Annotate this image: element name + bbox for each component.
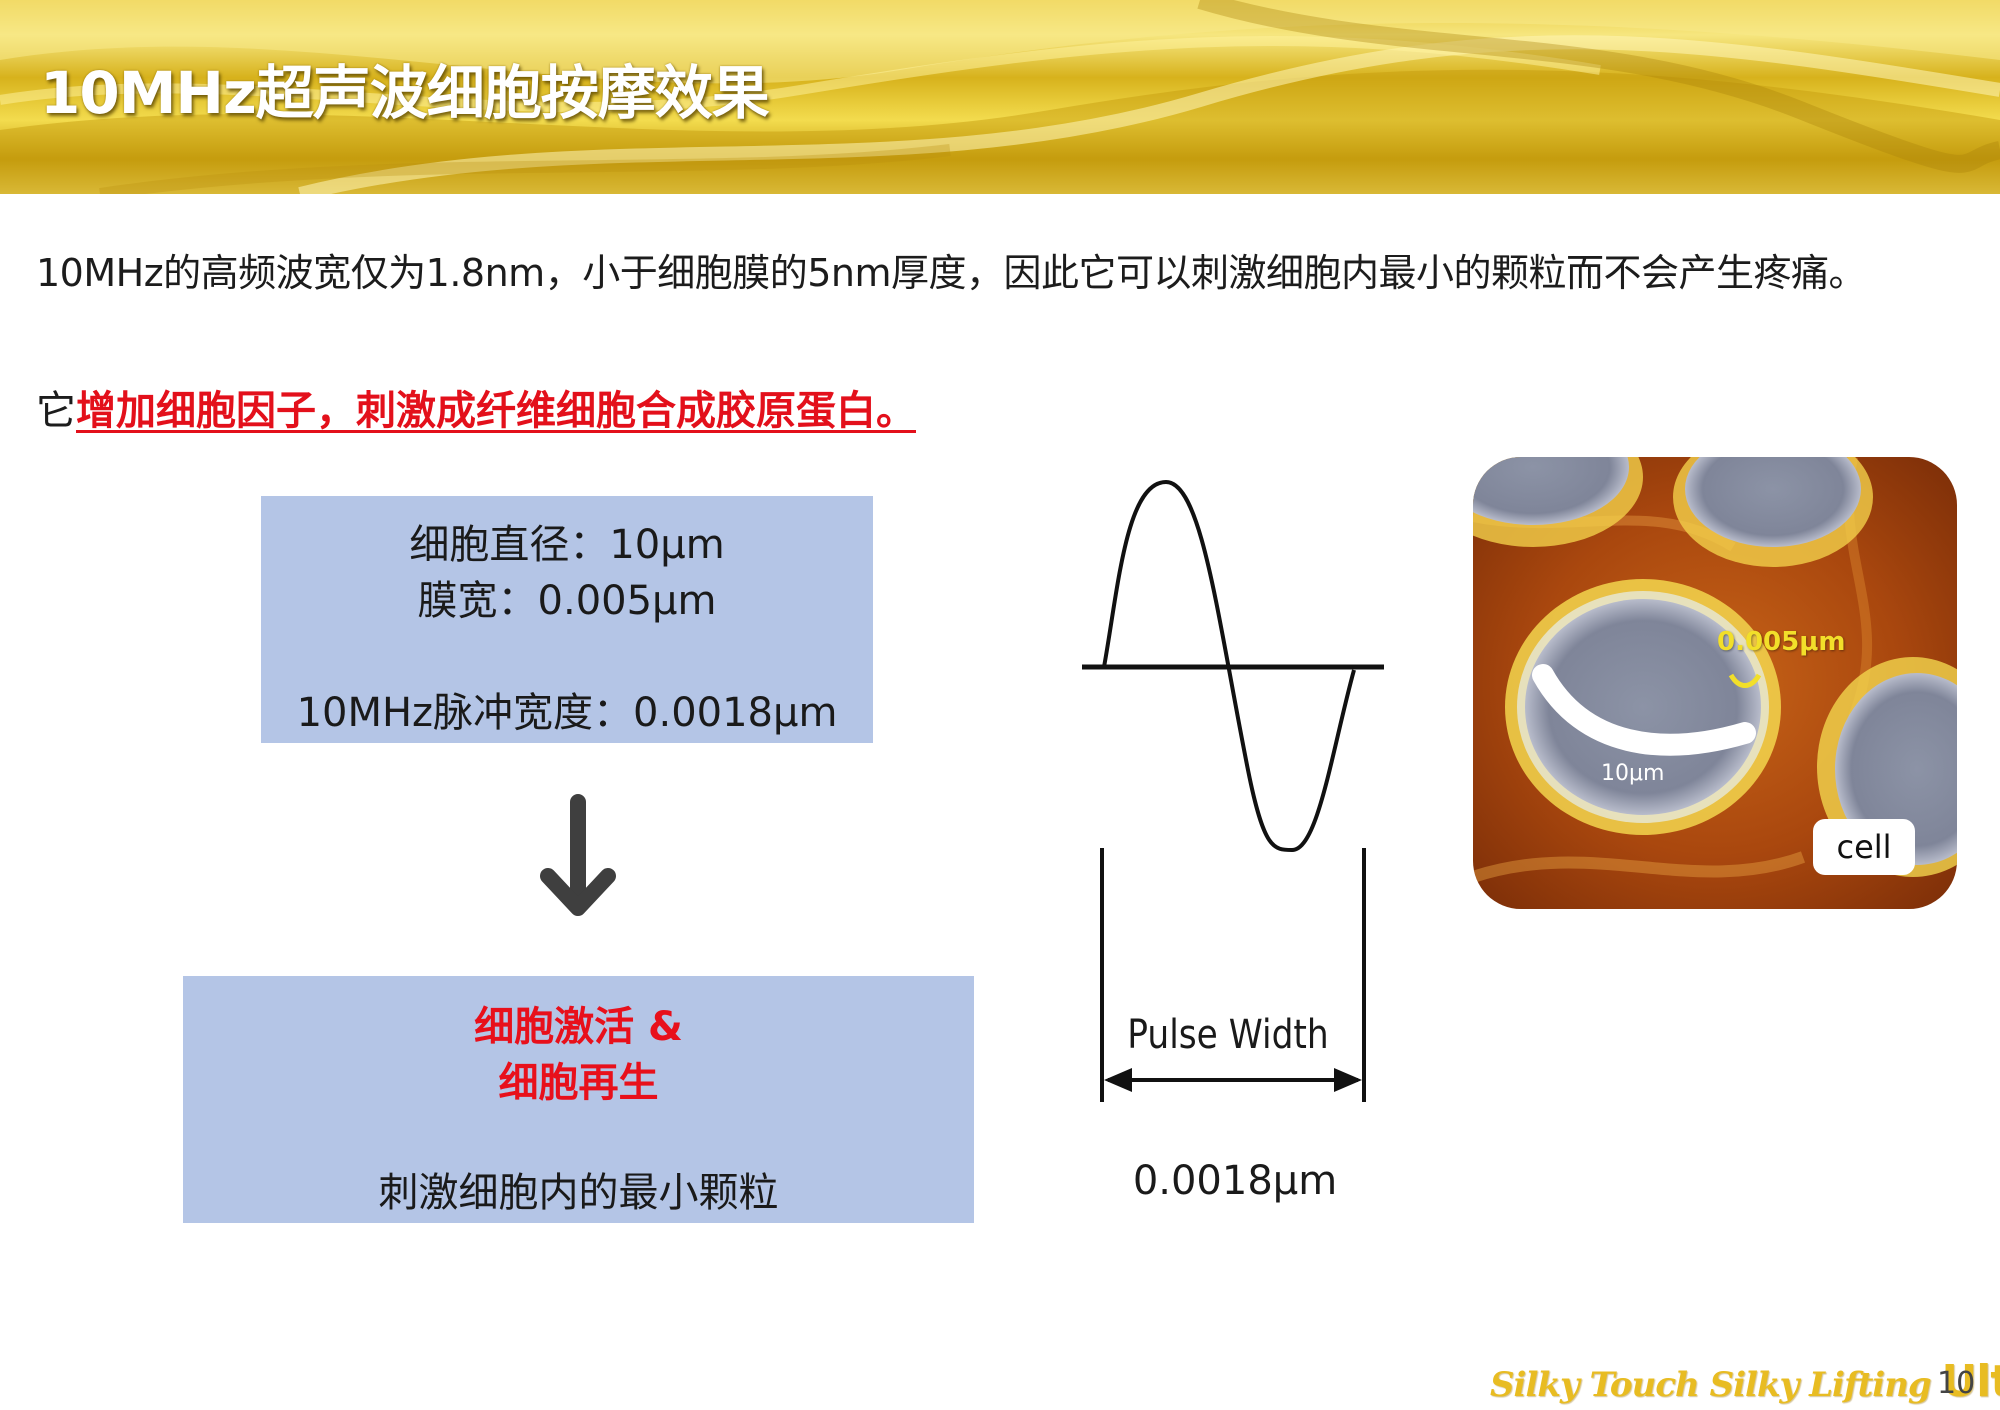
width-arrow-right-head [1334, 1068, 1362, 1092]
arrow-down-icon [540, 794, 616, 926]
cell-activation-box: 细胞激活 & 细胞再生 刺激细胞内的最小颗粒 [183, 976, 974, 1223]
silk-background [0, 0, 2000, 194]
brand-name: Silky Touch Silky Lifting [1490, 1365, 1932, 1405]
page-title: 10MHz超声波细胞按摩效果 [40, 59, 770, 127]
statement-highlight: 增加细胞因子，刺激成纤维细胞合成胶原蛋白。 [76, 388, 916, 434]
pulse-width-text: 10MHz脉冲宽度：0.0018μm [296, 690, 838, 736]
intro-text: 10MHz的高频波宽仅为1.8nm，小于细胞膜的5nm厚度，因此它可以刺激细胞内… [36, 251, 1866, 295]
statement-prefix: 它 [36, 388, 76, 434]
cell-tag: cell [1813, 819, 1915, 875]
cell-size-label: 10μm [1601, 761, 1665, 786]
membrane-width-text: 膜宽：0.005μm [417, 578, 717, 624]
pulse-width-value: 0.0018μm [1132, 1158, 1338, 1204]
width-arrow-left-head [1104, 1068, 1132, 1092]
brand-suffix: Ultra [1941, 1356, 2000, 1407]
activation-description: 刺激细胞内的最小颗粒 [378, 1170, 779, 1216]
brand-logo: Silky Touch Silky Lifting Ultra [1490, 1356, 2000, 1407]
cell-microscope-image: 0.005μm 10μm cell [1473, 457, 1957, 909]
header-banner: 10MHz超声波细胞按摩效果 [0, 0, 2000, 194]
membrane-thickness-label: 0.005μm [1717, 627, 1846, 657]
page-number: 10 [1937, 1366, 1976, 1401]
pulse-waveform-diagram [1082, 479, 1384, 1102]
cell-dimensions-box: 细胞直径：10μm 膜宽：0.005μm 10MHz脉冲宽度：0.0018μm [261, 496, 873, 743]
waveform-curve [1102, 479, 1356, 853]
collagen-statement: 它增加细胞因子，刺激成纤维细胞合成胶原蛋白。 [36, 378, 916, 436]
pulse-width-label: Pulse Width [1127, 1012, 1329, 1058]
regeneration-heading: 细胞再生 [498, 1060, 659, 1106]
cell-diameter-text: 细胞直径：10μm [409, 522, 725, 568]
activation-heading: 细胞激活 & [474, 1004, 683, 1050]
